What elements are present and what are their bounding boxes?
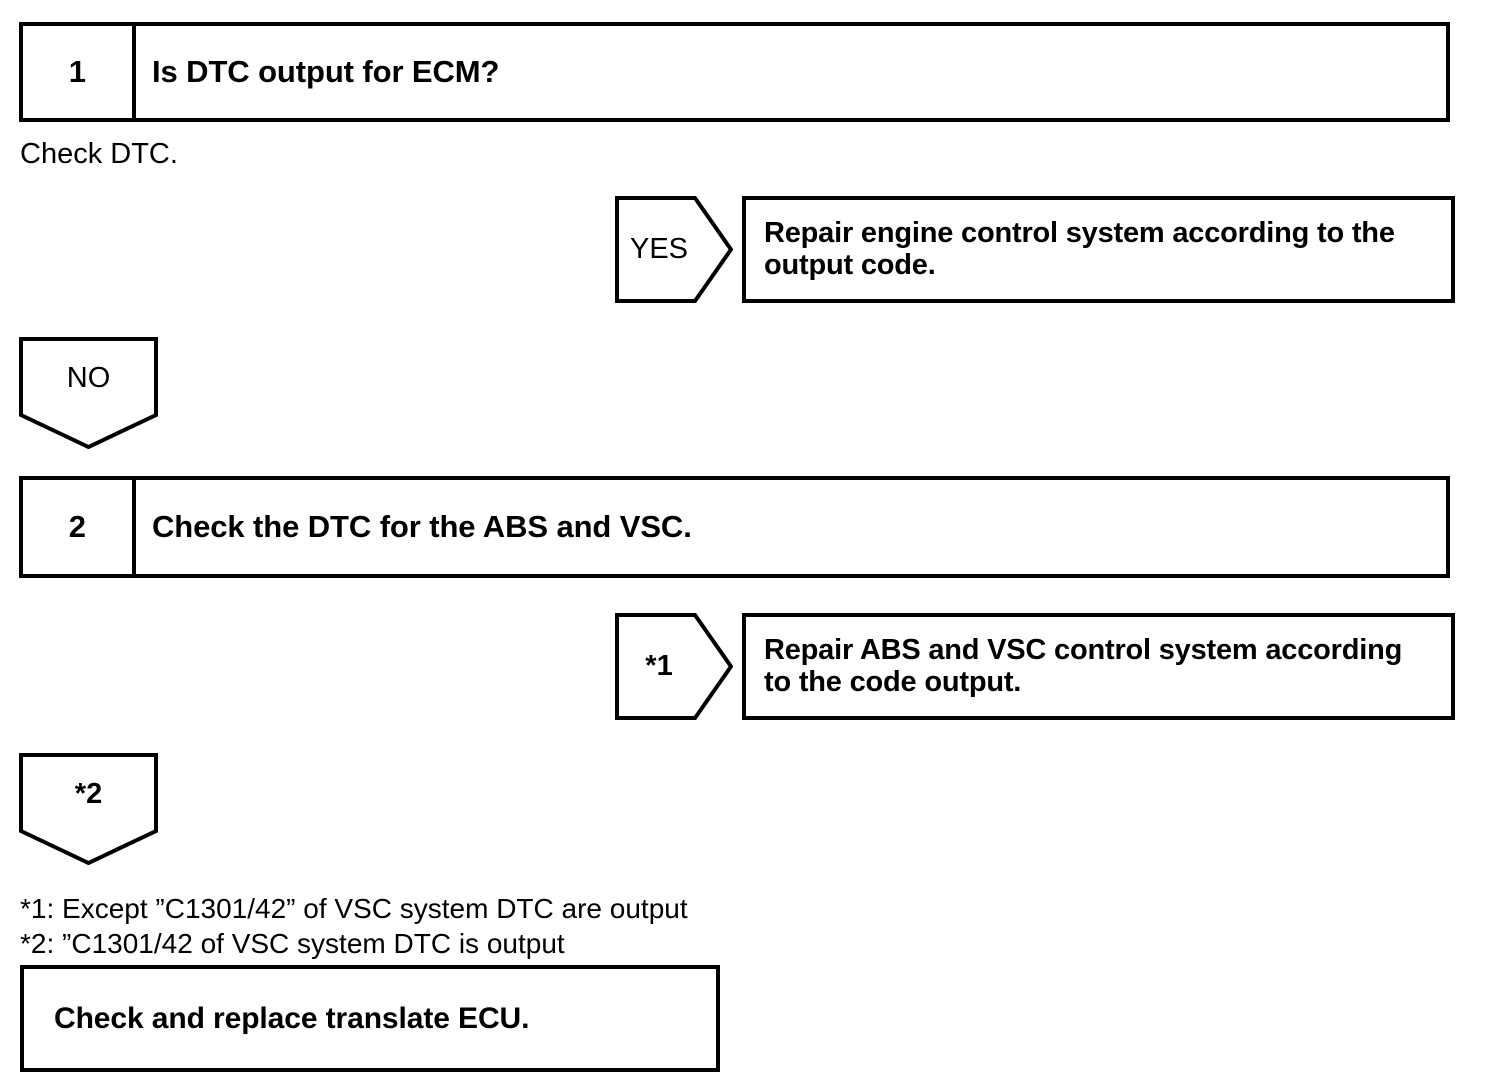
result-line-2: output code. — [764, 248, 936, 281]
result-text-yes: Repair engine control system according t… — [764, 217, 1395, 281]
step-title-1: Is DTC output for ECM? — [152, 54, 500, 89]
branch-label-yes: YES — [629, 233, 689, 265]
branch-arrow-no: NO — [19, 337, 158, 449]
step-box-2: 2 Check the DTC for the ABS and VSC. — [19, 476, 1450, 578]
pentagon-down-icon — [19, 337, 158, 449]
branch-arrow-star2: *2 — [19, 753, 158, 865]
result-line-2: to the code output. — [764, 665, 1022, 698]
branch-arrow-star1: *1 — [615, 613, 733, 720]
step-note-1: Check DTC. — [20, 138, 178, 170]
footnote-star2: *2: ”C1301/42 of VSC system DTC is outpu… — [20, 928, 565, 959]
pentagon-down-icon — [19, 753, 158, 865]
branch-arrow-yes: YES — [615, 196, 733, 303]
step-box-1: 1 Is DTC output for ECM? — [19, 22, 1450, 122]
pentagon-right-icon — [615, 613, 733, 720]
result-line-1: Repair ABS and VSC control system accord… — [764, 634, 1403, 667]
final-action-text: Check and replace translate ECU. — [54, 1001, 530, 1035]
result-box-star1: Repair ABS and VSC control system accord… — [742, 613, 1455, 720]
branch-label-star2: *2 — [74, 777, 103, 810]
branch-label-no: NO — [66, 361, 111, 394]
step-title-2: Check the DTC for the ABS and VSC. — [152, 509, 692, 544]
step-number-1: 1 — [23, 26, 136, 118]
step-number-2: 2 — [23, 480, 136, 574]
result-text-star1: Repair ABS and VSC control system accord… — [764, 634, 1403, 698]
branch-label-star1: *1 — [645, 650, 673, 682]
footnote-star1: *1: Except ”C1301/42” of VSC system DTC … — [20, 893, 688, 924]
result-box-yes: Repair engine control system according t… — [742, 196, 1455, 303]
pentagon-right-icon — [615, 196, 733, 303]
result-line-1: Repair engine control system according t… — [764, 217, 1395, 250]
final-action-box: Check and replace translate ECU. — [20, 965, 720, 1072]
